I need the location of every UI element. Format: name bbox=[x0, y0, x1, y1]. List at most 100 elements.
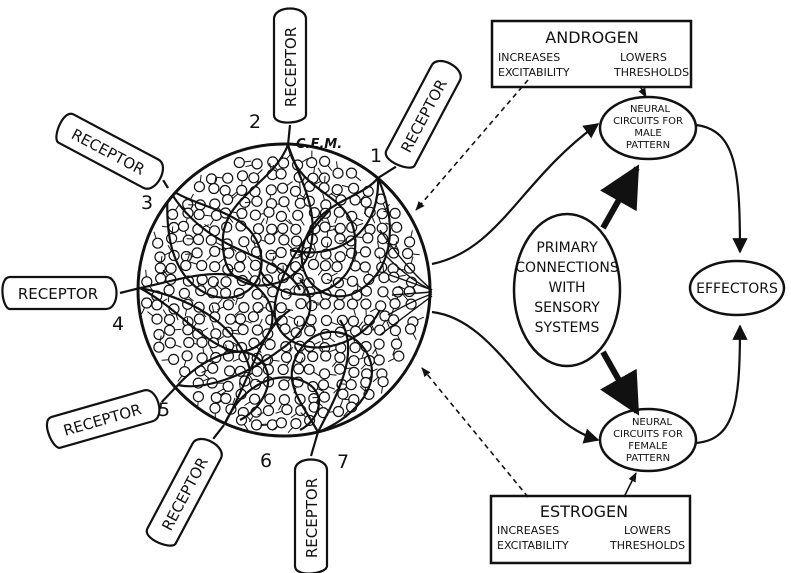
neuron-cell bbox=[264, 338, 276, 351]
neuron-axon bbox=[245, 245, 250, 253]
neuron-axon bbox=[329, 337, 336, 343]
neuron-cell bbox=[389, 207, 401, 219]
neuron-axon bbox=[381, 319, 387, 327]
neuron-axon bbox=[330, 193, 337, 198]
neuron-axon bbox=[356, 283, 363, 289]
neuron-axon bbox=[256, 308, 263, 314]
neuron-cell bbox=[306, 300, 318, 312]
neuron-axon bbox=[313, 166, 316, 174]
output-fibers bbox=[379, 229, 433, 336]
neuron-cell bbox=[209, 261, 221, 273]
receptor-stalk bbox=[212, 424, 225, 440]
neuron-axon bbox=[243, 424, 249, 431]
estrogen-left-line1: INCREASES bbox=[497, 524, 559, 537]
neuron-cell bbox=[265, 249, 277, 261]
receptor-number-6: 6 bbox=[260, 450, 272, 472]
neuron-axon bbox=[244, 201, 252, 204]
primary-line2: CONNECTIONS bbox=[515, 260, 619, 276]
neuron-cell bbox=[196, 259, 208, 272]
male-line2: CIRCUITS FOR bbox=[613, 116, 683, 127]
neuron-cell bbox=[252, 301, 264, 314]
neuron-cell bbox=[238, 236, 250, 248]
neuron-cell bbox=[375, 300, 387, 312]
neuron-axon bbox=[202, 377, 210, 382]
neuron-axon bbox=[214, 281, 218, 289]
neuron-axon bbox=[199, 174, 202, 182]
neuron-axon bbox=[328, 386, 335, 390]
receptor-7: RECEPTOR bbox=[293, 431, 329, 573]
neuron-cell bbox=[210, 392, 222, 404]
neuron-axon bbox=[392, 348, 396, 356]
neuron-axon bbox=[203, 373, 210, 380]
neuron-axon bbox=[289, 285, 295, 291]
neuron-cell bbox=[182, 234, 194, 246]
neuron-cell bbox=[362, 232, 374, 244]
neuron-cell bbox=[278, 234, 290, 246]
neuron-axon bbox=[314, 252, 318, 260]
neuron-cell bbox=[207, 276, 219, 288]
receptor-number-3: 3 bbox=[141, 192, 153, 214]
neuron-axon bbox=[378, 255, 382, 263]
neuron-cell bbox=[307, 350, 319, 363]
neuron-cell bbox=[292, 209, 304, 221]
neuron-axon bbox=[312, 324, 317, 332]
neuron-axon bbox=[230, 341, 238, 346]
neuron-axon bbox=[190, 261, 198, 265]
neuron-cell bbox=[319, 155, 331, 167]
neuron-cell bbox=[319, 298, 331, 310]
neuron-axon bbox=[209, 219, 215, 226]
neuron-cell bbox=[222, 380, 234, 392]
receptor-stalk bbox=[160, 384, 179, 403]
neuron-axon bbox=[272, 256, 275, 264]
neuron-axon bbox=[215, 241, 223, 247]
neuron-axon bbox=[220, 390, 227, 396]
neuron-cell bbox=[249, 259, 262, 271]
neuron-cell bbox=[321, 272, 333, 285]
neuron-axon bbox=[387, 357, 395, 363]
neuron-cell bbox=[275, 210, 287, 222]
receptor-4: RECEPTOR bbox=[1, 275, 141, 311]
neuron-axon bbox=[288, 219, 294, 226]
neuron-axon bbox=[286, 359, 292, 367]
neuron-cell bbox=[275, 246, 287, 259]
neuron-axon bbox=[258, 318, 263, 326]
neuron-axon bbox=[244, 401, 251, 406]
neuron-cell bbox=[391, 221, 403, 233]
neuron-cell bbox=[164, 324, 176, 336]
neuron-cell bbox=[141, 297, 153, 309]
receptor-number-2: 2 bbox=[249, 111, 261, 133]
female-line2: CIRCUITS FOR bbox=[613, 429, 683, 440]
neuron-axon bbox=[232, 193, 239, 199]
neuron-axon bbox=[336, 161, 338, 169]
neuron-axon bbox=[153, 231, 157, 239]
neuron-cell bbox=[153, 341, 165, 353]
neuron-cell bbox=[264, 233, 276, 245]
neuron-axon bbox=[232, 397, 236, 405]
neuron-axon bbox=[286, 243, 293, 249]
neuron-axon bbox=[175, 313, 179, 321]
male-circuit-node: NEURAL CIRCUITS FOR MALE PATTERN bbox=[598, 95, 698, 161]
neuron-cell bbox=[334, 233, 346, 245]
neuron-axon bbox=[313, 302, 321, 304]
neuron-axon bbox=[217, 335, 224, 341]
neuron-axon bbox=[257, 411, 265, 416]
neuron-cell bbox=[393, 350, 405, 362]
neuron-axon bbox=[202, 224, 210, 228]
neuron-cell bbox=[304, 325, 316, 337]
neuron-cell bbox=[320, 350, 332, 362]
neuron-axon bbox=[204, 223, 211, 229]
neuron-cell bbox=[360, 298, 372, 310]
neuron-axon bbox=[330, 272, 338, 277]
receptor-label: RECEPTOR bbox=[18, 285, 98, 303]
neuron-axon bbox=[355, 236, 363, 238]
neuron-cell bbox=[318, 391, 330, 403]
neuron-axon bbox=[247, 255, 253, 262]
estrogen-box: ESTROGEN INCREASES EXCITABILITY LOWERS T… bbox=[489, 494, 692, 565]
neuron-axon bbox=[231, 191, 238, 197]
neuron-axon bbox=[329, 348, 337, 353]
neuron-axon bbox=[341, 184, 349, 188]
neuron-axon bbox=[339, 400, 344, 407]
female-circuit-node: NEURAL CIRCUITS FOR FEMALE PATTERN bbox=[598, 407, 698, 473]
neuron-cell bbox=[180, 259, 192, 272]
neuron-axon bbox=[174, 328, 182, 331]
